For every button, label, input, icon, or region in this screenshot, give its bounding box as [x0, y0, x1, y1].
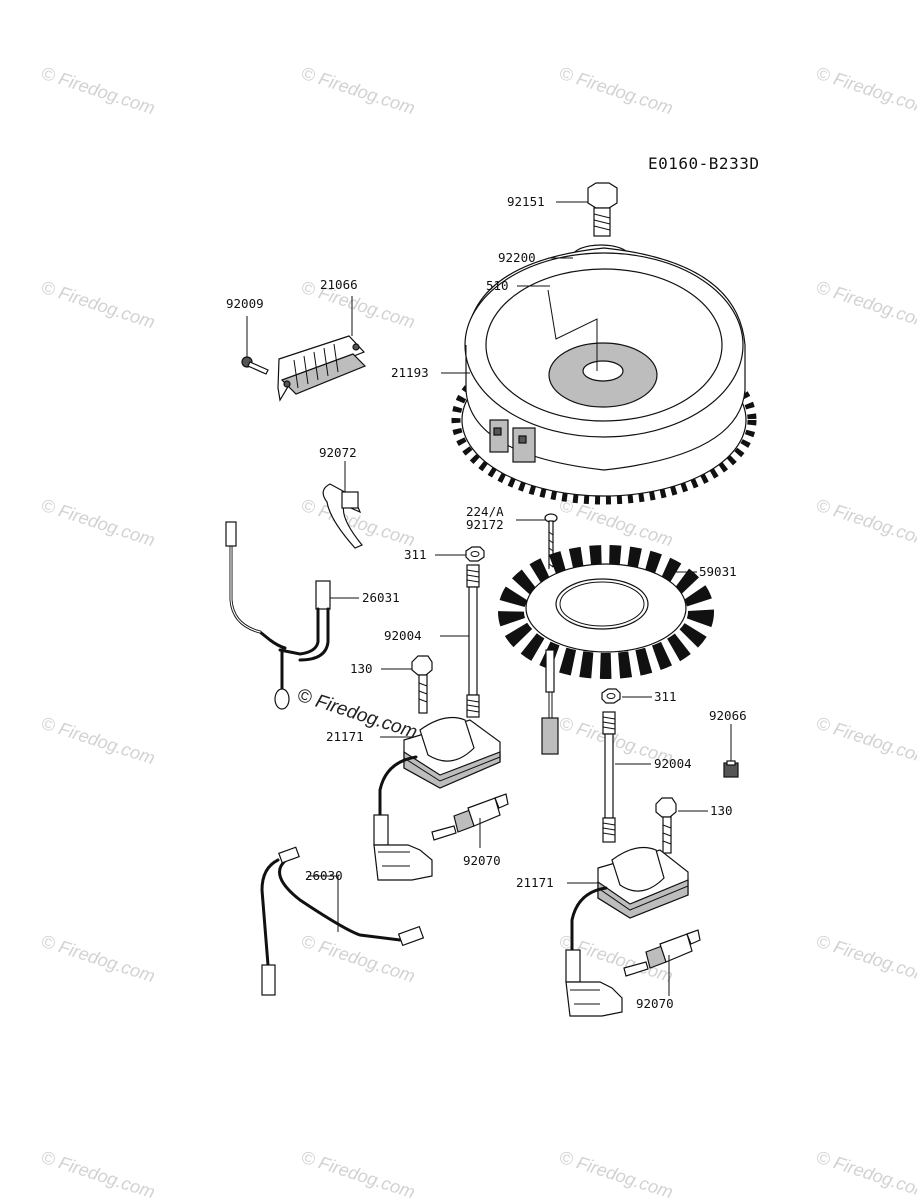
label-92009: 92009 — [226, 296, 264, 311]
label-92066: 92066 — [709, 708, 747, 723]
bolt-92151 — [587, 182, 618, 237]
label-21171-right: 21171 — [516, 875, 554, 890]
label-21066: 21066 — [320, 277, 358, 292]
harness-26030 — [260, 846, 425, 996]
nut-311-right — [601, 688, 621, 704]
watermark: © Firedog.com — [39, 1147, 158, 1200]
stud-92004-right — [602, 711, 616, 843]
label-92070-right: 92070 — [636, 996, 674, 1011]
watermark: © Firedog.com — [557, 495, 676, 551]
label-510: 510 — [486, 278, 509, 293]
ignition-coil-21171-right — [565, 847, 689, 1017]
screw-92009 — [241, 356, 269, 375]
label-92072: 92072 — [319, 445, 357, 460]
watermark: © Firedog.com — [39, 277, 158, 333]
watermark: © Firedog.com — [814, 713, 917, 769]
watermark: © Firedog.com — [814, 931, 917, 987]
label-92151: 92151 — [507, 194, 545, 209]
stud-92004-left — [466, 564, 480, 718]
watermark: © Firedog.com — [814, 1147, 917, 1200]
bolt-130-right — [655, 797, 677, 854]
label-26030: 26030 — [305, 868, 343, 883]
watermark: © Firedog.com — [814, 63, 917, 119]
label-130-right: 130 — [710, 803, 733, 818]
spark-plug-92070-right — [623, 929, 701, 977]
label-311-right: 311 — [654, 689, 677, 704]
watermark: © Firedog.com — [557, 1147, 676, 1200]
label-92070-left: 92070 — [463, 853, 501, 868]
watermark: © Firedog.com — [39, 495, 158, 551]
label-92172: 92172 — [466, 517, 504, 532]
leader-lines — [246, 201, 732, 996]
label-130-left: 130 — [350, 661, 373, 676]
watermark: © Firedog.com — [814, 495, 917, 551]
label-59031: 59031 — [699, 564, 737, 579]
diagram-code: E0160-B233D — [648, 154, 759, 173]
label-92004-left: 92004 — [384, 628, 422, 643]
regulator-21066 — [277, 335, 367, 402]
label-92004-right: 92004 — [654, 756, 692, 771]
ignition-coil-21171-left — [373, 717, 501, 881]
watermark: © Firedog.com — [299, 277, 418, 333]
nut-311-left — [465, 546, 485, 562]
watermark: © Firedog.com — [299, 63, 418, 119]
harness-26031 — [225, 521, 331, 710]
watermark: © Firedog.com — [814, 277, 917, 333]
label-224a: 224/A — [466, 504, 504, 519]
watermark-layer: © Firedog.com © Firedog.com © Firedog.co… — [39, 63, 917, 1200]
watermark: © Firedog.com — [39, 713, 158, 769]
spark-plug-92070-left — [431, 793, 509, 841]
bolt-130-left — [411, 655, 433, 714]
label-21171-left: 21171 — [326, 729, 364, 744]
nut-92066 — [723, 760, 739, 778]
watermark: © Firedog.com — [557, 63, 676, 119]
label-92200: 92200 — [498, 250, 536, 265]
watermark: © Firedog.com — [39, 63, 158, 119]
watermark: © Firedog.com — [39, 931, 158, 987]
label-311-left: 311 — [404, 547, 427, 562]
label-21193: 21193 — [391, 365, 429, 380]
part-labels: 92151 92200 510 21193 92009 21066 92072 … — [226, 194, 747, 1011]
stator-59031 — [498, 545, 714, 755]
label-26031: 26031 — [362, 590, 400, 605]
flywheel-21193 — [451, 247, 757, 505]
clamp-92072 — [322, 483, 363, 549]
watermark: © Firedog.com — [299, 1147, 418, 1200]
